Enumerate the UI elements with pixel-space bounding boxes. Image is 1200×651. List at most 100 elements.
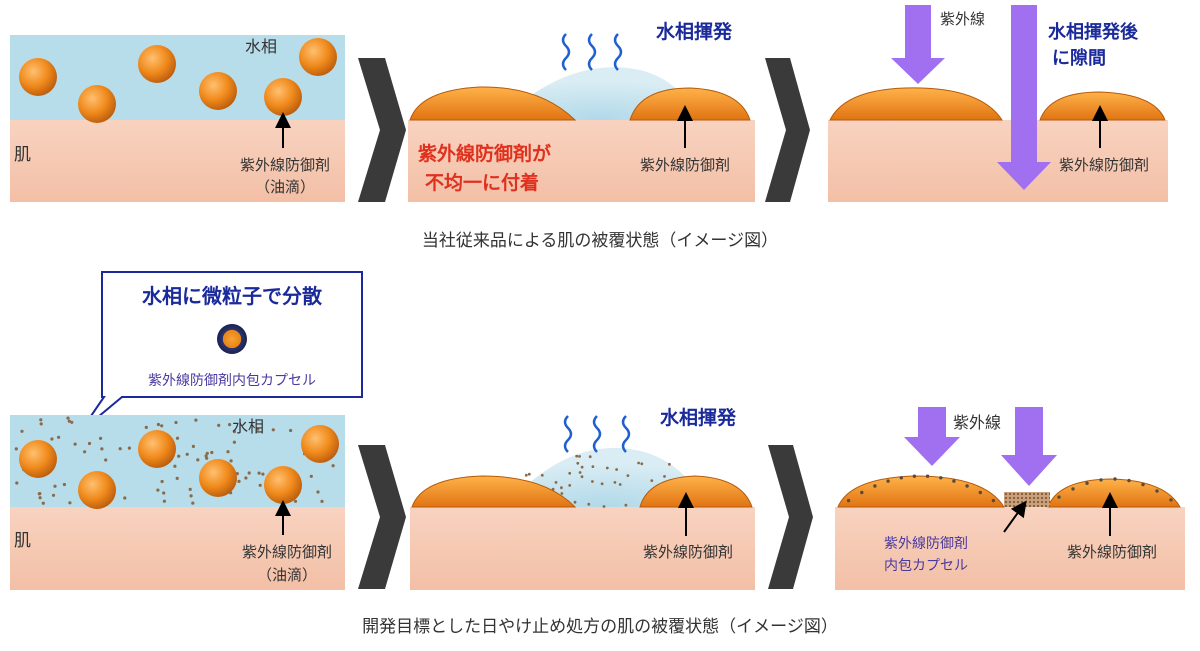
capsule-particle bbox=[626, 474, 630, 477]
capsule-particle bbox=[602, 505, 606, 508]
capsule-particle bbox=[232, 440, 236, 444]
uv-arrow-penetrating bbox=[997, 5, 1051, 190]
oil-droplet bbox=[138, 45, 176, 83]
top-panel-1: 水相 肌 紫外線防御剤 （油滴） bbox=[10, 35, 345, 202]
capsule-particle bbox=[189, 494, 193, 498]
bottom-panel-1: 水相 肌 紫外線防御剤 （油滴） bbox=[10, 415, 345, 590]
capsule-particle bbox=[257, 471, 261, 475]
capsule-particle bbox=[210, 450, 214, 455]
capsule-particle bbox=[527, 472, 531, 476]
capsule-particle bbox=[237, 479, 241, 483]
capsule-icon bbox=[217, 324, 247, 354]
capsule-particle bbox=[1155, 489, 1159, 493]
capsule-particle bbox=[587, 502, 591, 506]
capsule-particle bbox=[229, 459, 233, 463]
oil-droplet bbox=[264, 466, 302, 504]
capsule-particle bbox=[624, 503, 628, 507]
capsule-particle bbox=[580, 465, 584, 469]
capsule-particle bbox=[205, 456, 209, 460]
oil-droplet bbox=[199, 72, 237, 110]
capsule-particle bbox=[20, 429, 24, 433]
uneven-line-2: 不均一に付着 bbox=[425, 171, 539, 194]
capsule-particle bbox=[38, 496, 42, 500]
capsule-particle bbox=[123, 496, 127, 500]
capsule-particle bbox=[540, 473, 544, 477]
capsule-particle bbox=[591, 480, 594, 483]
capsule-particle bbox=[560, 486, 563, 490]
uv-arrow bbox=[904, 407, 960, 466]
capsule-particle bbox=[573, 500, 577, 504]
capsule-particle bbox=[588, 455, 592, 459]
oil-film bbox=[639, 475, 753, 508]
capsule-particle bbox=[965, 484, 969, 488]
capsule-particle bbox=[591, 465, 595, 468]
capsule-particle bbox=[191, 501, 195, 505]
capsule-particle bbox=[886, 479, 890, 483]
capsule-particle bbox=[939, 476, 943, 480]
capsule-particle bbox=[1141, 482, 1145, 487]
capsule-particle bbox=[247, 471, 251, 475]
skin-layer bbox=[10, 120, 345, 202]
capsule-particle bbox=[846, 498, 851, 503]
uv-arrow bbox=[1001, 407, 1057, 486]
capsule-particle bbox=[615, 468, 618, 471]
capsule-line-2: 内包カプセル bbox=[884, 558, 968, 574]
bottom-panel-3: 紫外線 紫外線防御剤 内包カプセル 紫外線防御剤 bbox=[835, 407, 1185, 590]
capsule-particle bbox=[62, 482, 66, 487]
oil-droplet bbox=[138, 430, 176, 468]
capsule-particle bbox=[912, 474, 917, 478]
capsule-particle bbox=[173, 464, 177, 468]
capsule-particle bbox=[618, 483, 622, 486]
gap-line-1: 水相揮発後 bbox=[1048, 21, 1139, 43]
capsule-particle bbox=[217, 423, 221, 427]
oil-droplet bbox=[19, 440, 57, 478]
capsule-particle bbox=[663, 475, 666, 478]
capsule-particle bbox=[188, 487, 192, 491]
capsule-particle bbox=[637, 461, 640, 465]
agent-label: 紫外線防御剤 bbox=[242, 543, 332, 561]
capsule-particle bbox=[232, 430, 236, 434]
skin-layer bbox=[10, 507, 345, 590]
capsule-particle bbox=[605, 466, 609, 470]
oil-droplet bbox=[19, 58, 57, 96]
agent-label: 紫外線防御剤 bbox=[1067, 543, 1157, 561]
capsule-particle bbox=[568, 471, 572, 475]
capsule-particle bbox=[978, 490, 982, 495]
chevron-right-icon bbox=[358, 445, 406, 589]
capsule-particle bbox=[320, 499, 324, 503]
capsule-particle bbox=[289, 428, 293, 433]
capsule-particle bbox=[87, 441, 92, 446]
top-caption: 当社従来品による肌の被覆状態（イメージ図） bbox=[422, 231, 778, 251]
capsule-particle bbox=[70, 420, 74, 424]
oil-droplet bbox=[299, 38, 337, 76]
agent-sublabel: （油滴） bbox=[255, 178, 315, 196]
capsule-particle bbox=[57, 435, 61, 439]
oil-film bbox=[409, 86, 577, 121]
evaporation-label: 水相揮発 bbox=[656, 20, 733, 43]
capsule-particle bbox=[118, 447, 122, 451]
capsule-particle bbox=[144, 425, 148, 429]
capsule-particle bbox=[293, 499, 298, 503]
top-panel-3: 紫外線 水相揮発後 に隙間 紫外線防御剤 bbox=[828, 5, 1168, 202]
capsule-particle bbox=[226, 450, 230, 454]
capsule-particle bbox=[576, 461, 580, 465]
bottom-caption: 開発目標とした日やけ止め処方の肌の被覆状態（イメージ図） bbox=[362, 617, 838, 637]
capsule-particle bbox=[160, 424, 164, 428]
capsule-particle bbox=[580, 475, 584, 479]
evaporation-icon bbox=[561, 33, 623, 71]
capsule-particle bbox=[205, 451, 209, 455]
capsule-particle bbox=[67, 419, 71, 423]
oil-film bbox=[829, 87, 1003, 121]
capsule-particle bbox=[873, 484, 877, 488]
capsule-particle bbox=[600, 482, 604, 486]
capsule-particle bbox=[73, 442, 77, 446]
capsule-particle bbox=[127, 446, 131, 450]
capsule-particle bbox=[1127, 478, 1131, 483]
oil-droplet bbox=[78, 85, 116, 123]
capsule-particle bbox=[196, 458, 200, 462]
uneven-line-1: 紫外線防御剤が bbox=[418, 142, 551, 165]
oil-film bbox=[411, 475, 577, 508]
callout-frame bbox=[79, 271, 363, 433]
